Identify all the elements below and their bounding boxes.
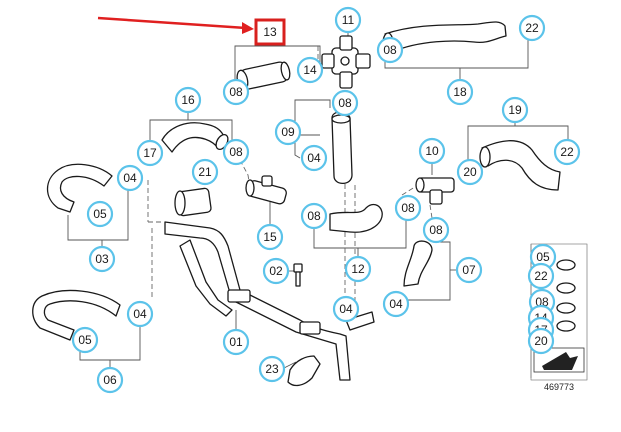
svg-text:15: 15 [263, 230, 277, 244]
callout-04-hose-03[interactable]: 04 [116, 164, 144, 192]
svg-text:10: 10 [425, 144, 439, 158]
callout-04-hose-06[interactable]: 04 [126, 300, 154, 328]
svg-text:18: 18 [453, 85, 467, 99]
hose-12 [329, 203, 383, 233]
kit-callout-05[interactable]: 05 [529, 243, 557, 271]
callout-16[interactable]: 16 [174, 86, 202, 114]
svg-text:20: 20 [463, 165, 477, 179]
svg-text:22: 22 [560, 145, 574, 159]
callout-22-top[interactable]: 22 [518, 14, 546, 42]
svg-text:04: 04 [307, 151, 321, 165]
callout-08-top-right[interactable]: 08 [376, 36, 404, 64]
valve-15 [245, 175, 287, 205]
callout-10[interactable]: 10 [418, 137, 446, 165]
hose-07 [403, 240, 433, 287]
svg-text:12: 12 [351, 262, 365, 276]
callout-08-hose-16[interactable]: 08 [222, 138, 250, 166]
svg-text:13: 13 [263, 25, 277, 39]
callout-15[interactable]: 15 [256, 223, 284, 251]
svg-text:05: 05 [93, 207, 107, 221]
callout-01[interactable]: 01 [222, 328, 250, 356]
svg-text:04: 04 [123, 171, 137, 185]
callout-04-hose-09[interactable]: 04 [300, 144, 328, 172]
sleeve-21 [174, 187, 212, 217]
svg-text:08: 08 [429, 223, 443, 237]
callout-22-right[interactable]: 22 [553, 138, 581, 166]
svg-text:04: 04 [339, 302, 353, 316]
callout-04-hose-07[interactable]: 04 [382, 290, 410, 318]
svg-text:17: 17 [143, 146, 157, 160]
kit-callout-22[interactable]: 22 [527, 262, 555, 290]
kit-callout-20[interactable]: 20 [527, 327, 555, 355]
callout-19[interactable]: 19 [501, 96, 529, 124]
callout-08-left-hose[interactable]: 08 [222, 78, 250, 106]
hose-03 [46, 163, 113, 213]
callout-05-top[interactable]: 05 [86, 200, 114, 228]
hose-19 [481, 140, 561, 191]
callout-13-highlighted[interactable]: 13 [254, 18, 286, 46]
hose-16 [161, 122, 226, 153]
callout-07[interactable]: 07 [455, 256, 483, 284]
callout-05-bottom[interactable]: 05 [71, 326, 99, 354]
callout-09[interactable]: 09 [274, 118, 302, 146]
callout-02[interactable]: 02 [262, 257, 290, 285]
svg-text:09: 09 [281, 125, 295, 139]
svg-text:08: 08 [401, 201, 415, 215]
bolt-02 [293, 263, 303, 287]
callout-08-connector-10[interactable]: 08 [394, 194, 422, 222]
svg-text:11: 11 [342, 13, 355, 27]
callout-20-top[interactable]: 20 [456, 158, 484, 186]
svg-text:08: 08 [383, 43, 397, 57]
callout-03[interactable]: 03 [88, 245, 116, 273]
hose-06 [32, 289, 121, 341]
svg-text:05: 05 [536, 250, 550, 264]
callout-08-hose-12[interactable]: 08 [300, 202, 328, 230]
pipe-01 [164, 221, 375, 381]
callout-12[interactable]: 12 [344, 255, 372, 283]
callout-08-mid[interactable]: 08 [331, 89, 359, 117]
callout-21[interactable]: 21 [191, 158, 219, 186]
diagram-reference-number: 469773 [544, 382, 574, 392]
connector-14 [321, 35, 371, 89]
callout-11[interactable]: 11 [334, 6, 362, 34]
callout-14[interactable]: 14 [296, 56, 324, 84]
svg-text:21: 21 [198, 165, 212, 179]
svg-text:06: 06 [103, 373, 117, 387]
hose-18 [384, 21, 507, 53]
parts-line-art [32, 21, 588, 387]
svg-text:08: 08 [229, 145, 243, 159]
callout-08-hose-07[interactable]: 08 [422, 216, 450, 244]
connector-10 [415, 177, 455, 205]
svg-text:08: 08 [338, 96, 352, 110]
svg-text:14: 14 [303, 63, 317, 77]
highlight-arrow [97, 16, 254, 34]
svg-text:04: 04 [389, 297, 403, 311]
callout-23[interactable]: 23 [258, 355, 286, 383]
bracket-23 [287, 355, 321, 387]
svg-text:01: 01 [229, 335, 243, 349]
svg-text:03: 03 [95, 252, 109, 266]
callout-06[interactable]: 06 [96, 366, 124, 394]
svg-text:20: 20 [534, 334, 548, 348]
svg-text:23: 23 [265, 362, 279, 376]
kit-arrow-icon [533, 347, 585, 373]
svg-text:04: 04 [133, 307, 147, 321]
svg-text:02: 02 [269, 264, 283, 278]
callout-04-main-pipe[interactable]: 04 [332, 295, 360, 323]
svg-text:16: 16 [181, 93, 195, 107]
svg-text:08: 08 [229, 85, 243, 99]
callout-17[interactable]: 17 [136, 139, 164, 167]
svg-text:08: 08 [307, 209, 321, 223]
svg-text:22: 22 [525, 21, 539, 35]
svg-text:05: 05 [78, 333, 92, 347]
svg-text:19: 19 [508, 103, 522, 117]
svg-text:22: 22 [534, 269, 548, 283]
callout-18[interactable]: 18 [446, 78, 474, 106]
svg-text:07: 07 [462, 263, 476, 277]
